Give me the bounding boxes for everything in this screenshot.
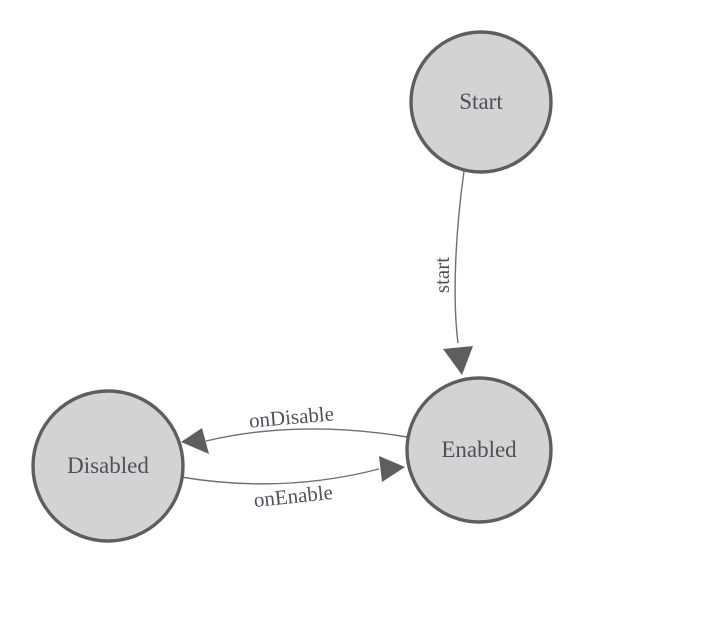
edge-enabled-to-disabled: onDisable: [181, 401, 408, 454]
node-disabled-circle: [31, 389, 185, 543]
node-start-circle: [409, 30, 553, 174]
edge-disabled-to-enabled: onEnable: [180, 456, 405, 512]
node-enabled: Enabled: [405, 376, 553, 524]
edge-label-onenable: onEnable: [253, 480, 334, 512]
node-start-label: Start: [459, 89, 503, 114]
node-disabled-label: Disabled: [67, 453, 149, 478]
edge-enabled-to-disabled-arrowhead-icon: [181, 428, 209, 454]
edge-label-ondisable: onDisable: [248, 401, 335, 432]
edge-disabled-to-enabled-arrowhead-icon: [379, 456, 405, 482]
node-disabled: Disabled: [31, 389, 185, 543]
node-enabled-circle: [405, 376, 553, 524]
edge-start-to-enabled-path: [454, 170, 465, 344]
edge-disabled-to-enabled-path: [180, 468, 380, 485]
edge-start-to-enabled: start: [430, 170, 473, 375]
edge-enabled-to-disabled-path: [205, 428, 408, 442]
edge-label-start: start: [430, 257, 454, 293]
node-start: Start: [409, 30, 553, 174]
edge-start-to-enabled-arrowhead-icon: [443, 346, 473, 375]
node-enabled-label: Enabled: [441, 437, 517, 462]
